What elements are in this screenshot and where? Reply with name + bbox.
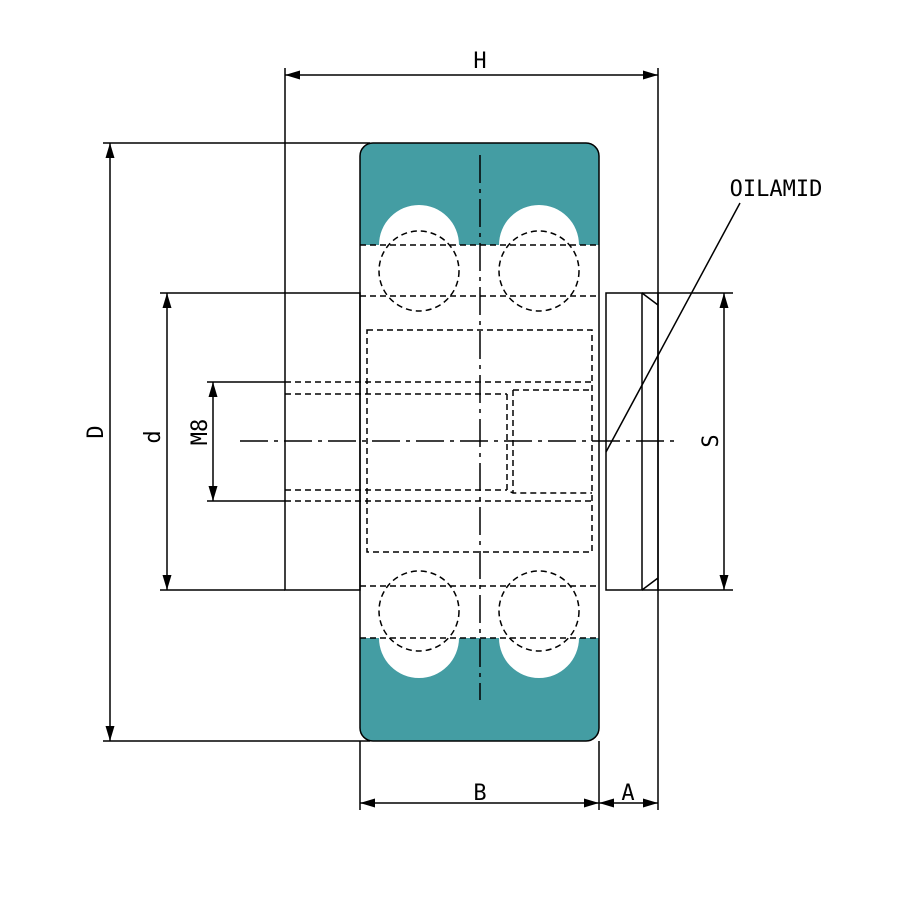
ball — [378, 570, 460, 652]
tire-top — [360, 143, 599, 245]
dimension-B: B — [359, 741, 600, 810]
label-H: H — [473, 49, 486, 74]
balls — [378, 230, 580, 652]
label-B: B — [473, 781, 486, 806]
stud-shaft — [284, 292, 361, 591]
dimension-H: H — [284, 49, 659, 810]
dimension-S: S — [658, 292, 733, 591]
material-callout: OILAMID — [605, 177, 823, 453]
label-oilamid: OILAMID — [730, 177, 823, 202]
dimension-M8: M8 — [188, 381, 285, 502]
dimension-D: D — [84, 142, 370, 742]
label-A: A — [621, 781, 634, 806]
ball — [378, 230, 460, 312]
dimension-A: A — [599, 781, 658, 808]
ball — [498, 570, 580, 652]
dimension-d: d — [141, 292, 285, 591]
label-d: d — [141, 430, 166, 443]
label-S: S — [699, 434, 724, 447]
ball — [498, 230, 580, 312]
label-D: D — [84, 425, 109, 438]
label-M8: M8 — [188, 419, 213, 446]
